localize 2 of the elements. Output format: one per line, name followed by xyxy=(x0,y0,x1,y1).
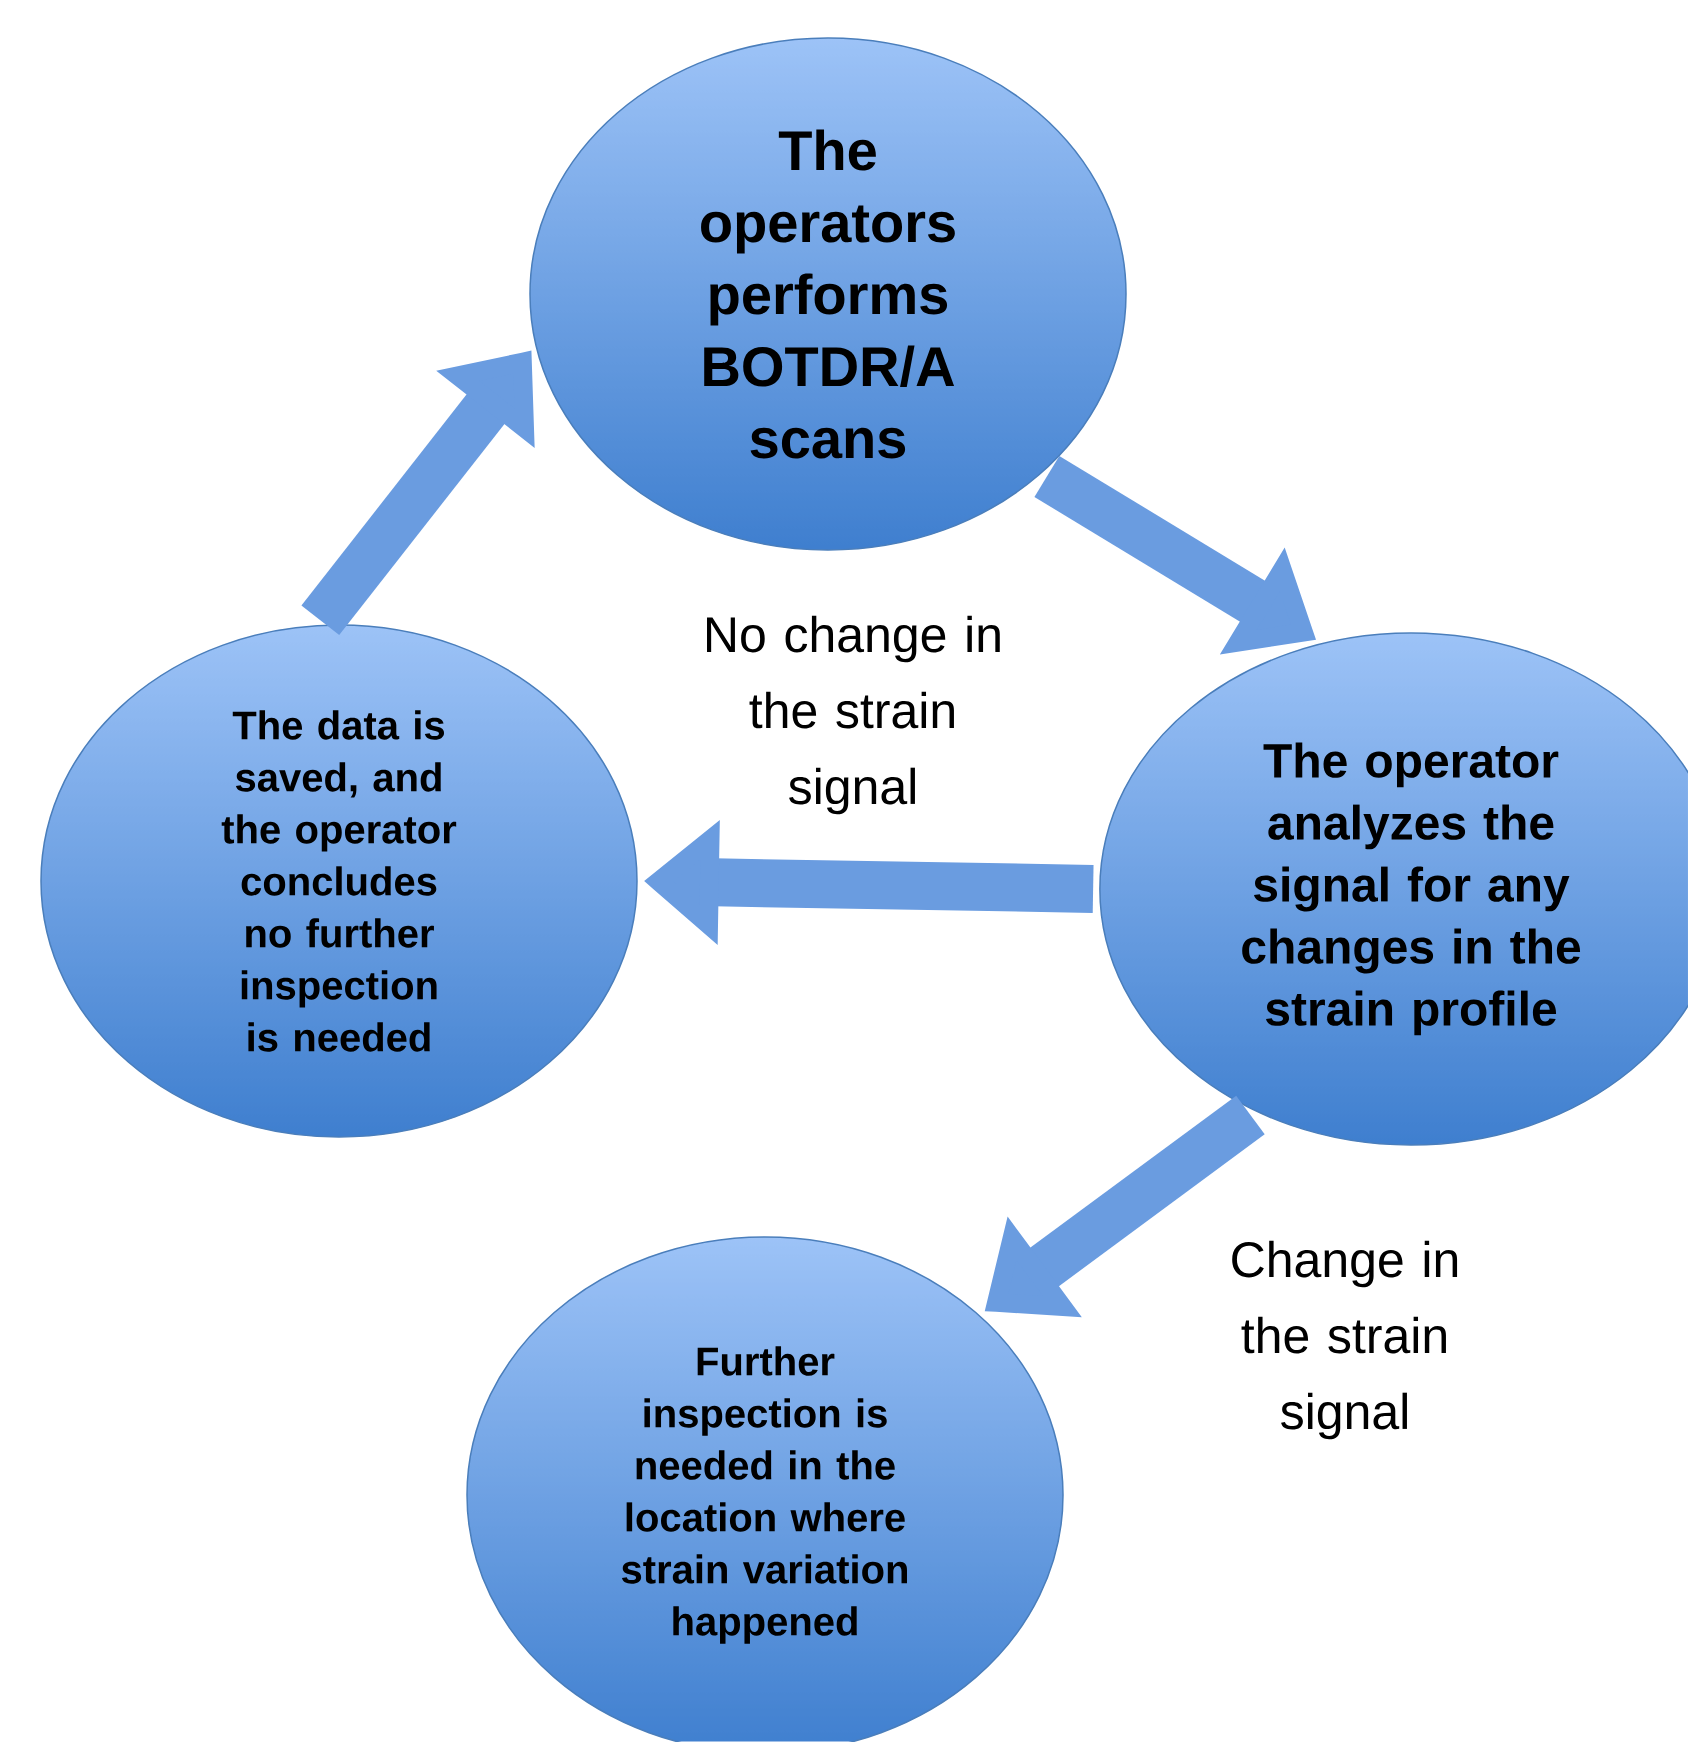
edge-label: Change in the strain signal xyxy=(1193,1238,1497,1442)
edge-label: No change in the strain signal xyxy=(681,613,1025,817)
